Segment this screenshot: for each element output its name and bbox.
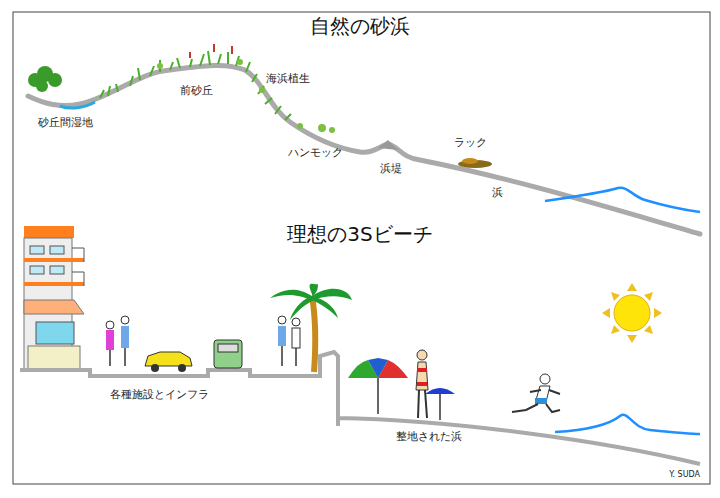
part-label: 海浜植生	[266, 72, 310, 85]
part-label: ラック	[454, 136, 487, 149]
part-label: 浜堤	[380, 162, 402, 175]
part-label: 整地された浜	[396, 430, 462, 443]
part-label: 前砂丘	[180, 84, 213, 97]
author-credit: Y. SUDA	[669, 470, 700, 480]
section-heading: 理想の3Sビーチ	[287, 222, 432, 246]
part-label: 各種施設とインフラ	[110, 388, 209, 401]
part-label: ハンモック	[288, 146, 343, 159]
part-label: 浜	[492, 186, 503, 199]
diagram-title: 自然の砂浜	[310, 14, 410, 38]
part-label: 砂丘間湿地	[38, 116, 93, 129]
